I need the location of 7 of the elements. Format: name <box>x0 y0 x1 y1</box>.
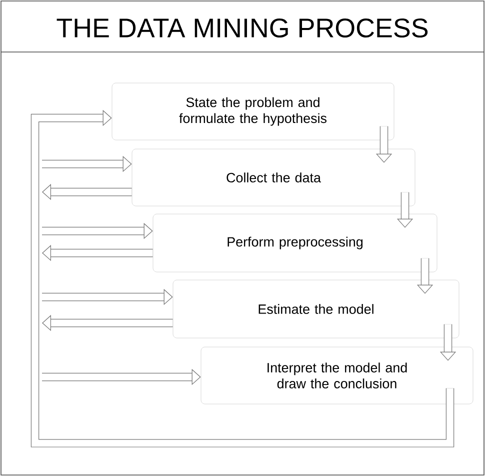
title: THE DATA MINING PROCESS <box>56 18 428 38</box>
process-box: State the problem and formulate the hypothesis <box>112 82 394 140</box>
process-box: Collect the data <box>132 148 416 206</box>
block-arrow <box>30 110 454 448</box>
process-box: Estimate the model <box>172 280 460 338</box>
process-box: Perform preprocessing <box>152 214 438 272</box>
process-box: Interpret the model and draw the conclusion <box>200 346 474 404</box>
